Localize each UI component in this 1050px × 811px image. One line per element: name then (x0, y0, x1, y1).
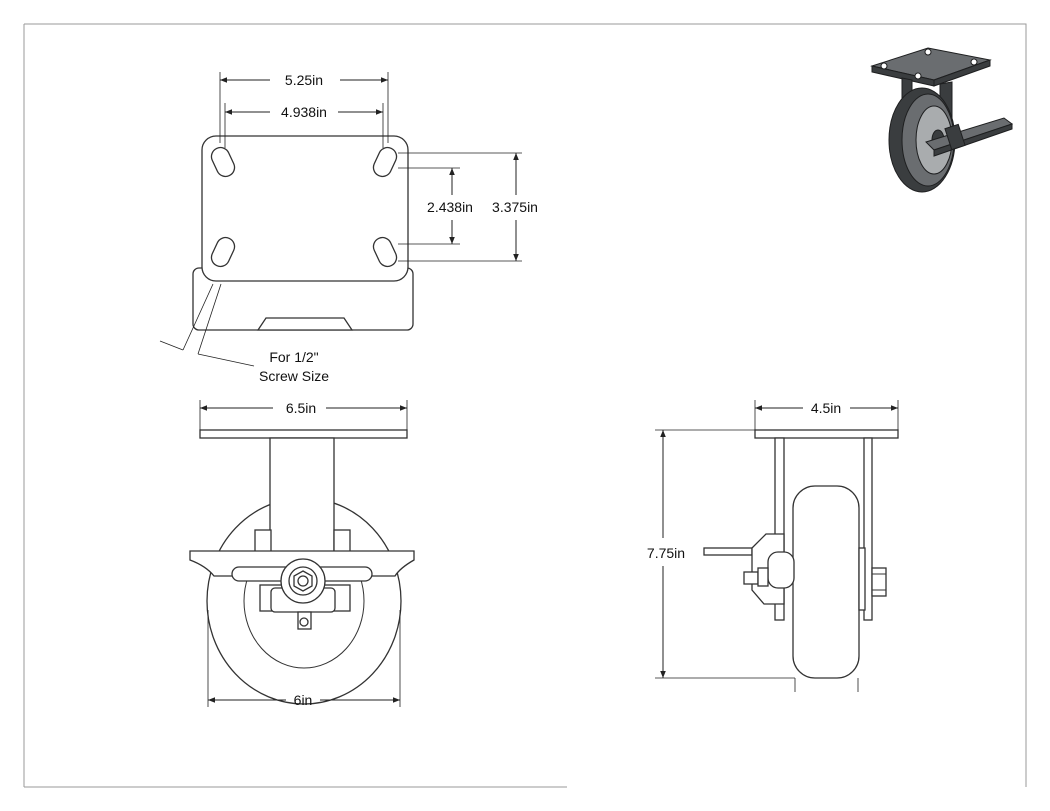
caster-isometric-render (870, 47, 1014, 193)
mounting-slots (210, 146, 398, 268)
dim-plate-side-width: 4.5in (811, 400, 841, 416)
top-plate-view: 5.25in 4.938in 2.438in 3.375in For 1/2" … (159, 72, 538, 384)
screw-note-line1: For 1/2" (269, 349, 318, 365)
dim-plate-front-width: 6.5in (286, 400, 316, 416)
drawing-frame (23, 23, 1027, 788)
dim-hole-spacing-length: 4.938in (281, 104, 327, 120)
dim-overall-height: 7.75in (647, 545, 685, 561)
dim-plate-width: 3.375in (492, 199, 538, 215)
front-view: 6.5in 6in (189, 400, 415, 708)
screw-note-line2: Screw Size (259, 368, 329, 384)
dim-plate-length: 5.25in (285, 72, 323, 88)
dim-wheel-diameter: 6in (294, 692, 313, 708)
side-view: 4.5in 7.75in (647, 400, 899, 692)
dim-hole-spacing-width: 2.438in (427, 199, 473, 215)
